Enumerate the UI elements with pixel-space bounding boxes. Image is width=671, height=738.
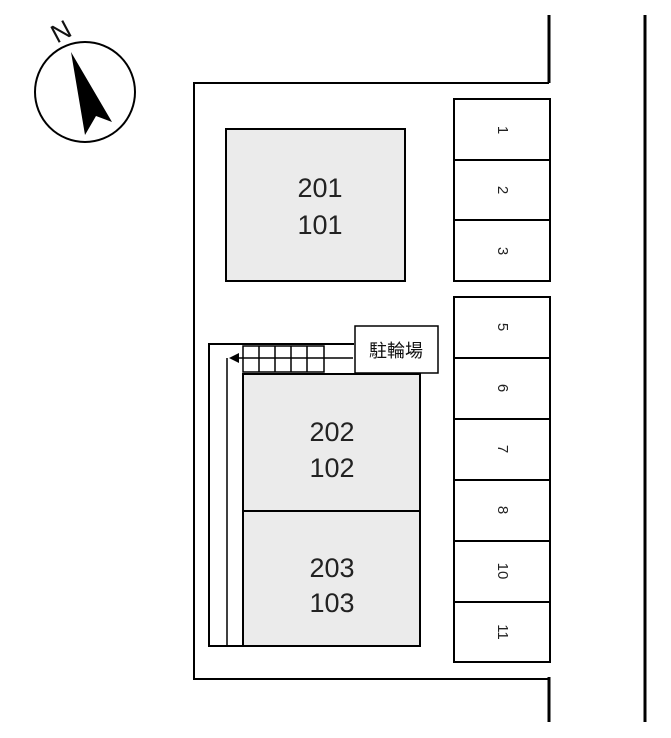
- bike-rack-grid: [242, 345, 325, 373]
- parking-slots: 1 2 3 5 6 7 8 10: [453, 98, 551, 663]
- parking-slot-number: 2: [494, 186, 511, 194]
- unit-number-upper: 202: [309, 417, 354, 447]
- building-202-102: 202 102: [242, 373, 421, 512]
- parking-slot-number: 5: [494, 323, 511, 331]
- building-block: [242, 510, 421, 647]
- arrow-left-icon: [229, 353, 239, 363]
- parking-slot-number: 8: [494, 506, 511, 514]
- building-201-101: 201 101: [225, 128, 406, 282]
- site-boundary: [193, 82, 549, 680]
- parking-slot-number: 6: [494, 384, 511, 392]
- parking-slot: 5: [453, 296, 551, 359]
- unit-number-lower: 101: [297, 210, 342, 240]
- compass: N: [34, 14, 136, 143]
- unit-number-upper: 201: [297, 173, 342, 203]
- parking-slot-number: 1: [494, 126, 511, 134]
- unit-number-lower: 102: [309, 453, 354, 483]
- parking-slot: 6: [453, 357, 551, 420]
- unit-number-lower: 103: [309, 588, 354, 618]
- parking-slot-number: 10: [494, 563, 511, 580]
- parking-slot: 8: [453, 479, 551, 542]
- parking-slot: 7: [453, 418, 551, 481]
- north-arrow-icon: [71, 52, 112, 135]
- parking-slot-number: 7: [494, 445, 511, 453]
- parking-slot-number: 3: [494, 247, 511, 255]
- unit-number-upper: 203: [309, 553, 354, 583]
- parking-slot: 2: [453, 159, 551, 221]
- parking-slot: 3: [453, 219, 551, 282]
- bike-parking-label: 駐輪場: [369, 341, 423, 362]
- bike-area-outline: [208, 343, 354, 647]
- parking-slot: 10: [453, 540, 551, 603]
- building-203-103: 203 103: [242, 510, 421, 647]
- parking-slot: 1: [453, 98, 551, 161]
- parking-slot: 11: [453, 601, 551, 663]
- building-block: [225, 128, 406, 282]
- parking-slot-number: 11: [494, 624, 511, 640]
